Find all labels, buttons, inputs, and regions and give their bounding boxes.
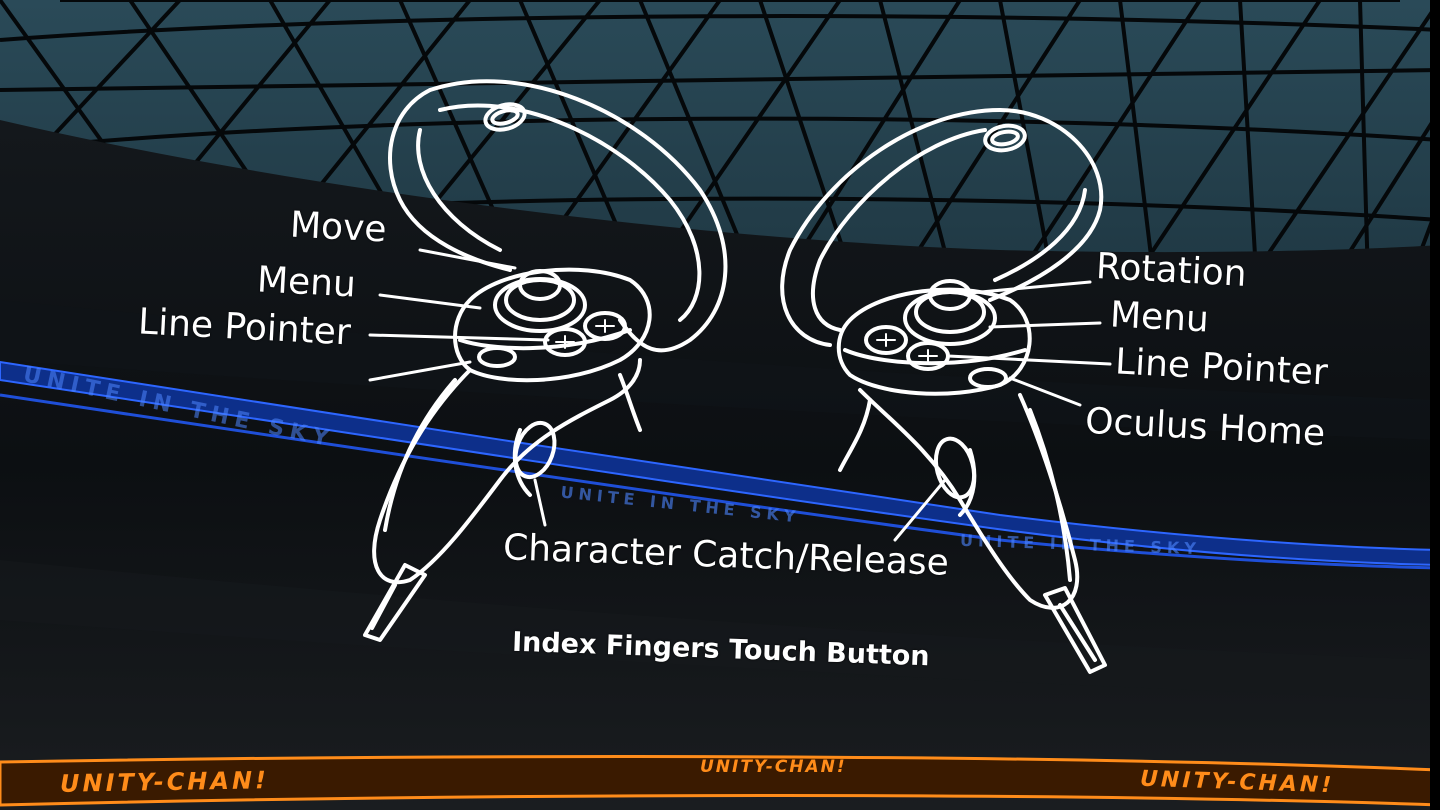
- leader-rotation: [968, 280, 1092, 295]
- window-edge: [1430, 0, 1440, 810]
- right-controller: [780, 108, 1107, 674]
- label-menu-right: Menu: [1109, 294, 1210, 341]
- leader-catch-left: [533, 478, 547, 527]
- label-move: Move: [289, 204, 388, 251]
- label-rotation: Rotation: [1095, 246, 1248, 295]
- orange-banner-text-2: UNITY-CHAN!: [700, 757, 847, 777]
- left-controller: [363, 79, 728, 642]
- leader-extra-left: [368, 360, 472, 382]
- blue-banner: [0, 360, 1440, 570]
- label-menu-left: Menu: [256, 259, 357, 306]
- dome-grid: [0, 0, 1440, 361]
- leader-menu-left: [378, 293, 482, 310]
- leader-lines: [368, 248, 1112, 542]
- leader-line-pointer-right: [946, 354, 1112, 366]
- leader-oculus-home: [1008, 376, 1082, 407]
- leader-menu-right: [988, 321, 1102, 329]
- orange-banner: [0, 755, 1440, 807]
- leader-line-pointer-left: [368, 333, 550, 342]
- leader-move: [418, 248, 517, 270]
- leader-catch-right: [893, 478, 947, 542]
